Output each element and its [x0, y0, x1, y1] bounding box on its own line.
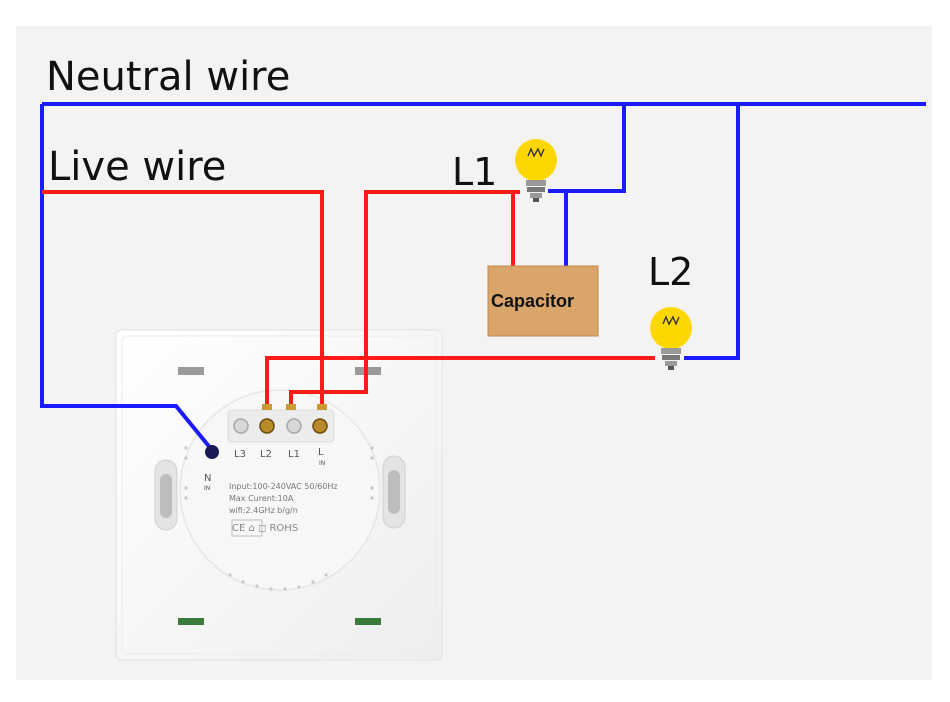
neutral-terminal-point	[205, 445, 219, 459]
terminal-screw-l1	[286, 418, 302, 434]
wiring-diagram-canvas: Neutral wire Live wire L1 L2 Capacitor L…	[16, 26, 932, 680]
wire-tip-l2	[262, 404, 272, 410]
mounting-tab	[178, 367, 204, 375]
switched-wire-l2	[265, 356, 655, 410]
lightbulb-icon	[650, 307, 692, 370]
terminal-screw-l3	[233, 418, 249, 434]
neutral-wire-to-l1	[548, 104, 626, 193]
wiring-diagram	[40, 102, 926, 661]
terminal-label-l1: L1	[288, 449, 300, 460]
neutral-wire-label: Neutral wire	[46, 54, 291, 100]
terminal-screw-l2	[259, 418, 275, 434]
switched-wire-l1	[289, 190, 520, 410]
spec-current: Max Curent:10A	[229, 494, 294, 503]
cert-marks: CE ⌂ ◻ ROHS	[232, 523, 299, 534]
spec-wifi: wifi:2.4GHz b/g/n	[229, 506, 298, 515]
lightbulb-icon	[515, 139, 557, 202]
live-wire-main	[42, 190, 324, 406]
terminal-label-l: L	[318, 447, 324, 458]
terminal-label-l-sub: IN	[319, 460, 326, 467]
mounting-tab	[178, 618, 204, 625]
live-wire-label: Live wire	[48, 144, 227, 190]
terminal-label-l2: L2	[260, 449, 272, 460]
neutral-wire-to-l2	[684, 104, 740, 360]
wires	[40, 102, 926, 452]
terminal-label-n: N	[204, 473, 212, 484]
terminal-screw-l-in	[312, 418, 328, 434]
terminal-label-n-sub: IN	[204, 485, 211, 492]
screw-slot-left-inner	[160, 474, 172, 518]
lamp-l2-label: L2	[648, 250, 694, 294]
spec-input: Input:100-240VAC 50/60Hz	[229, 482, 338, 491]
wire-tip-l-in	[317, 404, 327, 410]
lamp-l1-label: L1	[452, 150, 498, 194]
terminal-label-l3: L3	[234, 449, 246, 460]
capacitor-box	[487, 265, 599, 337]
terminal-block	[227, 409, 335, 443]
cert-frame	[231, 519, 263, 537]
wire-tip-l1	[286, 404, 296, 410]
vent-dots	[184, 446, 374, 591]
capacitor-label: Capacitor	[491, 291, 575, 311]
mounting-tab	[355, 618, 381, 625]
smart-switch-panel	[115, 329, 443, 661]
screw-slot-right-inner	[388, 470, 400, 514]
neutral-wire-to-switch	[40, 104, 214, 452]
